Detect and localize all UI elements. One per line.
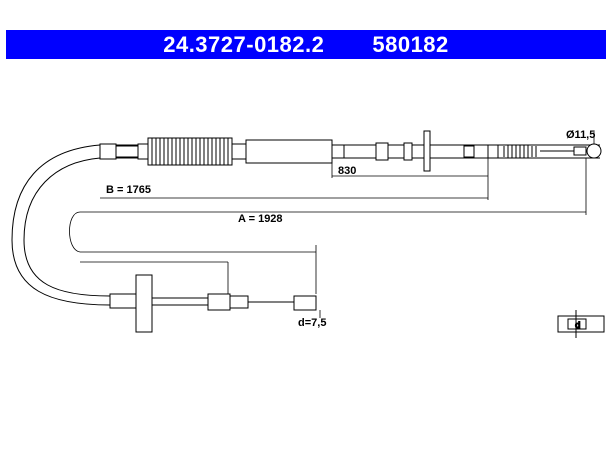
dim-sleeve-length: 830 [338, 165, 356, 177]
cable-loop [11, 144, 111, 306]
dim-end-diameter: Ø11,5 [566, 129, 595, 141]
title-bar: 24.3727-0182.2 580182 [6, 30, 606, 59]
ref-number: 580182 [372, 31, 449, 57]
part-number: 24.3727-0182.2 [163, 31, 325, 57]
cable-top [99, 130, 602, 172]
dim-nipple-diameter: d=7,5 [298, 317, 326, 329]
dimension-lines [69, 132, 595, 318]
cable-bottom [109, 274, 317, 333]
detail-view-icon: d [557, 310, 605, 338]
detail-symbol-letter: d [575, 320, 581, 330]
dim-b: B = 1765 [106, 184, 151, 196]
dim-a: A = 1928 [238, 213, 283, 225]
